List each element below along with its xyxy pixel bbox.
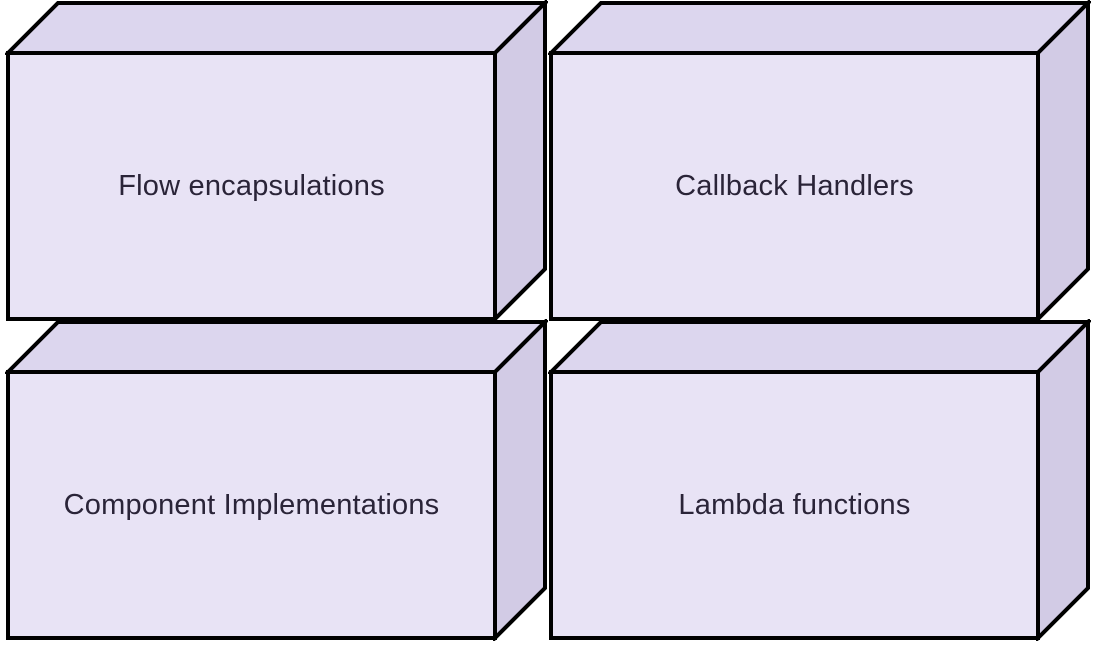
box-front-face bbox=[549, 51, 1040, 321]
node-component-implementations: Component Implementations bbox=[5, 319, 548, 641]
box-top-face bbox=[5, 320, 548, 374]
box-3d-shape bbox=[5, 319, 548, 641]
box-3d-shape bbox=[5, 0, 548, 322]
box-front-face bbox=[6, 51, 497, 321]
box-right-face bbox=[1036, 319, 1090, 641]
box-top-face bbox=[548, 1, 1091, 55]
box-right-face bbox=[1036, 0, 1090, 322]
box-3d-shape bbox=[548, 319, 1091, 641]
box-front-face bbox=[6, 370, 497, 640]
box-right-face bbox=[493, 0, 547, 322]
box-right-face bbox=[493, 319, 547, 641]
node-lambda-functions: Lambda functions bbox=[548, 319, 1091, 641]
box-3d-shape bbox=[548, 0, 1091, 322]
box-top-face bbox=[548, 320, 1091, 374]
node-flow-encapsulations: Flow encapsulations bbox=[5, 0, 548, 322]
node-callback-handlers: Callback Handlers bbox=[548, 0, 1091, 322]
box-front-face bbox=[549, 370, 1040, 640]
box-top-face bbox=[5, 1, 548, 55]
